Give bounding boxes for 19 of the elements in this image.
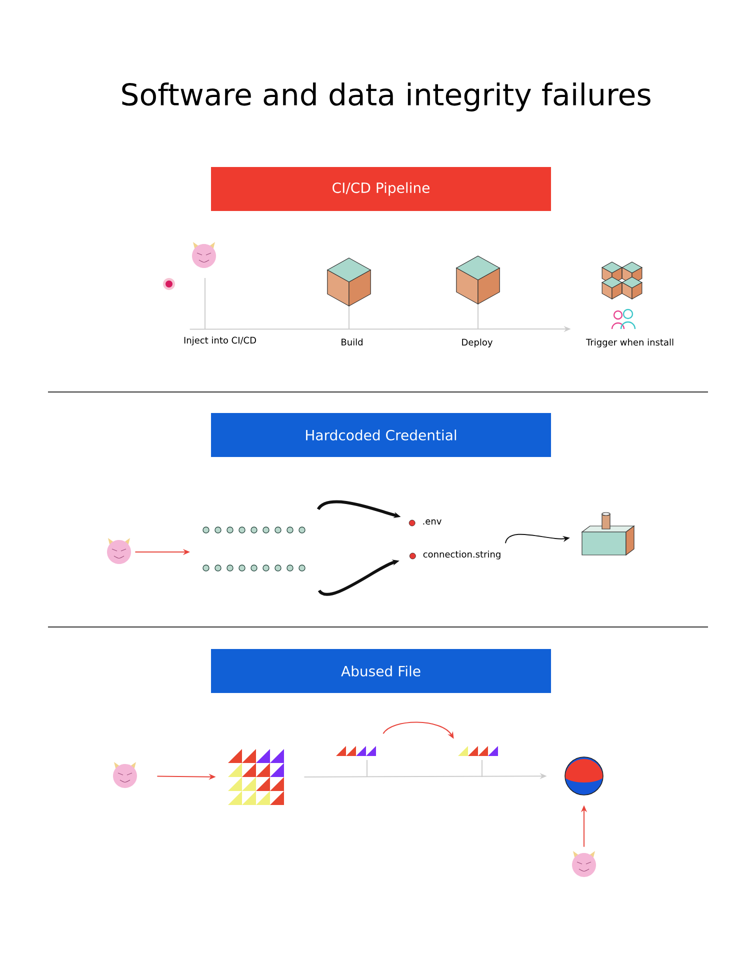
- devil-drawing: [113, 762, 137, 788]
- ball-drawing: [564, 756, 604, 796]
- step-label: Inject into CI/CD: [184, 336, 256, 346]
- dot-row-drawing: [202, 564, 306, 572]
- title: Software and data integrity failures: [122, 82, 650, 112]
- section-banner: Abused File: [211, 649, 551, 693]
- triangle-row-drawing: [336, 746, 376, 778]
- step-label: Deploy: [462, 338, 492, 348]
- file-label: .env: [423, 519, 442, 525]
- file-label: connection.string: [423, 550, 500, 560]
- devil-drawing: [107, 538, 131, 564]
- step-label: Build: [342, 338, 362, 346]
- section-banner: CI/CD Pipeline: [211, 167, 551, 211]
- triangle-row-drawing: [458, 746, 498, 778]
- step-label: Trigger when install: [586, 338, 674, 348]
- section-banner: Hardcoded Credential: [211, 413, 551, 457]
- triangle-grid-drawing: [228, 749, 284, 805]
- dot-row-drawing: [202, 526, 306, 534]
- devil-drawing: [572, 851, 596, 877]
